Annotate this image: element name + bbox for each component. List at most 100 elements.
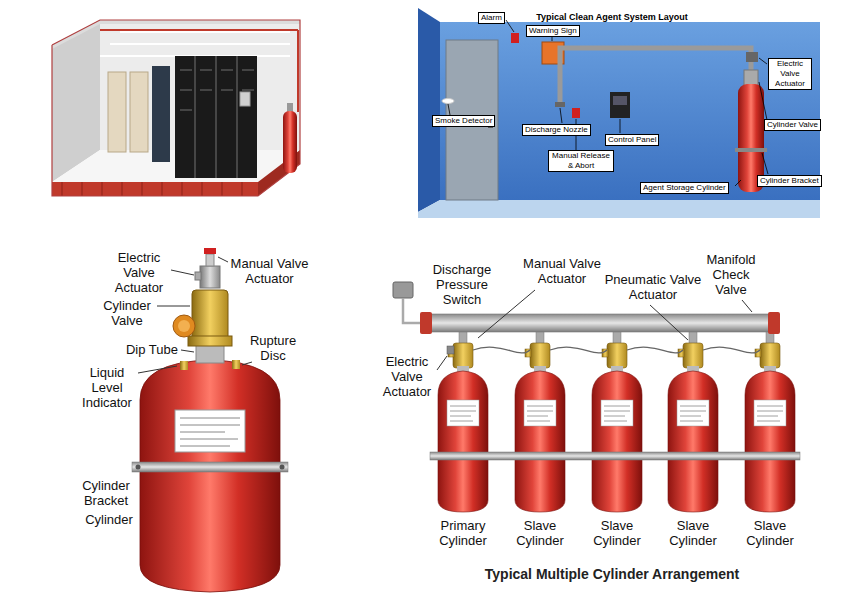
callout-box: Electric Valve Actuator — [768, 58, 812, 90]
cylinder-detail — [132, 248, 288, 592]
part-label: Slave Cylinder — [509, 518, 571, 548]
manifold-cap — [768, 312, 780, 334]
label-text: Slave Cylinder — [739, 518, 801, 548]
part-label: Slave Cylinder — [586, 518, 648, 548]
liquid-level-indicator — [180, 361, 188, 370]
part-label: Liquid Level Indicator — [76, 365, 138, 410]
manual-release — [572, 108, 580, 118]
leader-line — [218, 257, 228, 262]
part-label: Manifold Check Valve — [700, 252, 762, 297]
callout-text: Electric Valve Actuator — [771, 59, 809, 89]
label-text: Pneumatic Valve Actuator — [603, 272, 703, 302]
part-label: Slave Cylinder — [739, 518, 801, 548]
leader-line — [650, 305, 688, 340]
callout-box: Manual Release & Abort — [548, 150, 614, 172]
part-label: Electric Valve Actuator — [108, 250, 170, 295]
leader-line — [759, 58, 767, 64]
cylinder-valve — [744, 70, 758, 86]
label-text: Cylinder Valve — [96, 298, 158, 328]
alarm — [511, 33, 519, 43]
part-label: Cylinder Bracket — [76, 478, 136, 508]
multi-cylinder — [393, 282, 800, 512]
part-label: Dip Tube — [122, 342, 182, 357]
callout-box: Cylinder Valve — [764, 119, 821, 131]
discharge-nozzle — [555, 102, 565, 107]
part-label: Slave Cylinder — [662, 518, 724, 548]
bracket-bolt — [280, 465, 285, 470]
leader-line — [181, 350, 194, 352]
label-text: Slave Cylinder — [662, 518, 724, 548]
label-text: Slave Cylinder — [586, 518, 648, 548]
callout-box: Discharge Nozzle — [522, 124, 591, 136]
label-text: Dip Tube — [122, 342, 182, 357]
leader-lines — [448, 20, 768, 186]
cylinder-bracket — [132, 462, 288, 472]
panel-caption: Typical Multiple Cylinder Arrangement — [452, 566, 772, 583]
callout-text: Cylinder Valve — [767, 120, 818, 130]
leader-line — [506, 20, 514, 32]
slave-cylinder — [592, 330, 642, 512]
leader-line — [242, 362, 252, 365]
callout-box: Agent Storage Cylinder — [640, 182, 729, 194]
leader-lines — [437, 290, 752, 370]
callout-text: Control Panel — [608, 135, 656, 145]
callout-text: Cylinder Bracket — [760, 176, 819, 186]
server-racks — [175, 56, 257, 178]
leader-line — [448, 104, 450, 115]
label-text: Manual Valve Actuator — [222, 256, 317, 286]
label-text: Electric Valve Actuator — [378, 354, 436, 399]
callout-box: Warning Sign — [526, 25, 580, 37]
part-label: Rupture Disc — [242, 333, 304, 363]
light-strips — [100, 32, 290, 56]
wall-panel — [240, 92, 250, 106]
callout-text: Warning Sign — [529, 26, 577, 36]
label-text: Cylinder — [80, 512, 138, 527]
label-text: Typical Clean Agent System Layout — [512, 12, 712, 23]
cylinder-sticker — [175, 410, 245, 452]
cylinder-neck — [196, 345, 224, 363]
label-text: Rupture Disc — [242, 333, 304, 363]
leader-line — [560, 108, 562, 123]
manifold — [425, 314, 775, 332]
slave-cylinder — [668, 330, 718, 512]
electric-valve-actuator — [447, 346, 454, 354]
label-text: Slave Cylinder — [509, 518, 571, 548]
rack-grilles — [180, 70, 254, 110]
callout-box: Cylinder Bracket — [757, 175, 822, 187]
part-label: Manual Valve Actuator — [512, 256, 612, 286]
part-label: Electric Valve Actuator — [378, 354, 436, 399]
pressure-gauge — [173, 315, 195, 337]
crac-unit — [130, 72, 148, 152]
callout-text: Discharge Nozzle — [525, 125, 588, 135]
leader-line — [762, 153, 768, 174]
discharge-pipe — [560, 48, 751, 104]
valve-collar — [188, 336, 232, 346]
cylinder-valve — [287, 103, 293, 112]
cylinder-body — [140, 360, 280, 592]
cylinder-bracket — [430, 452, 800, 460]
callout-text: Alarm — [481, 13, 502, 23]
left-wall — [418, 8, 440, 212]
callout-box: Alarm — [478, 12, 505, 24]
slave-cylinder — [745, 330, 795, 512]
part-label: Cylinder Valve — [96, 298, 158, 328]
leader-line — [157, 306, 190, 307]
label-text: Electric Valve Actuator — [108, 250, 170, 295]
control-panel — [610, 92, 630, 118]
bracket-bolt — [136, 465, 141, 470]
leader-line — [620, 119, 621, 133]
discharge-pressure-switch — [393, 282, 413, 298]
leader-line — [171, 270, 194, 275]
part-label: Discharge Pressure Switch — [428, 262, 496, 307]
label-text: Manual Valve Actuator — [512, 256, 612, 286]
callout-box: Smoke Detector — [432, 115, 495, 127]
floor-tiles — [62, 182, 242, 196]
panel-title: Typical Clean Agent System Layout — [512, 12, 712, 23]
slave-cylinder — [515, 330, 565, 512]
actuator-port — [195, 272, 201, 280]
callout-box: Control Panel — [605, 134, 659, 146]
back-wall — [440, 22, 820, 200]
part-label: Cylinder — [80, 512, 138, 527]
callout-text: Smoke Detector — [435, 116, 492, 126]
